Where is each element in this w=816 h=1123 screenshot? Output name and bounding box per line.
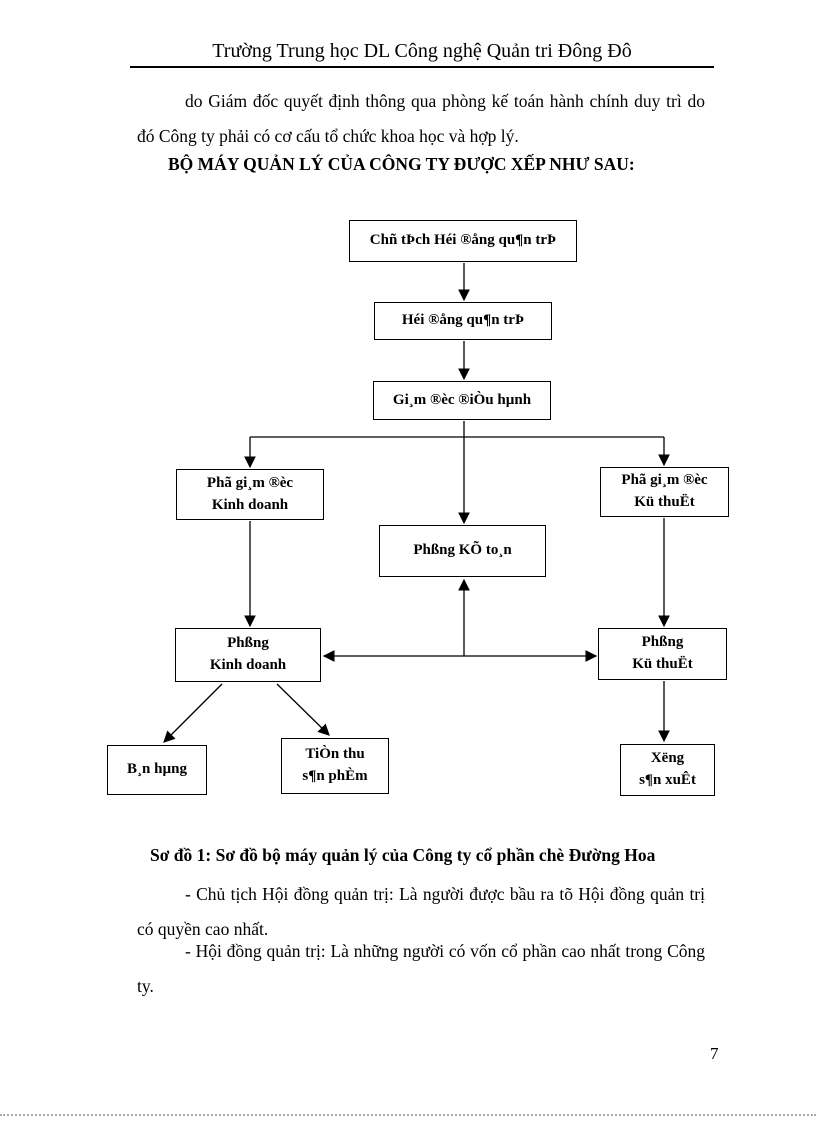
page-bottom-dotted-line xyxy=(0,1114,816,1116)
body-paragraph-chairman: - Chủ tịch Hội đồng quản trị: Là người đ… xyxy=(137,884,705,939)
diagram-caption: Sơ đồ 1: Sơ đồ bộ máy quản lý của Công t… xyxy=(150,845,656,865)
diagram-box-executive-director: Gi¸m ®èc ®iÒu hµnh xyxy=(373,381,551,420)
intro-paragraph: do Giám đốc quyết định thông qua phòng k… xyxy=(137,91,705,146)
body-paragraph-board: - Hội đồng quản trị: Là những người có v… xyxy=(137,941,705,996)
diagram-box-board-of-directors: Héi ®ång qu¶n trÞ xyxy=(374,302,552,340)
diagram-box-business-dept: Phßng Kinh doanh xyxy=(175,628,321,682)
diagram-box-sales: B¸n hµng xyxy=(107,745,207,795)
section-heading: BỘ MÁY QUẢN LÝ CỦA CÔNG TY ĐƯỢC XẾP NHƯ … xyxy=(168,154,635,174)
diagram-box-chairman-of-board: Chñ tÞch Héi ®ång qu¶n trÞ xyxy=(349,220,577,262)
diagram-box-technical-dept: Phßng Kü thuËt xyxy=(598,628,727,680)
page-header: Trường Trung học DL Công nghệ Quản tri Đ… xyxy=(130,40,714,68)
arrow-business-to-sales xyxy=(163,683,223,743)
page-number: 7 xyxy=(710,1044,719,1063)
school-name: Trường Trung học DL Công nghệ Quản tri Đ… xyxy=(212,40,632,62)
diagram-box-deputy-director-business: Phã gi¸m ®èc Kinh doanh xyxy=(176,469,324,520)
diagram-box-deputy-director-technical: Phã gi¸m ®èc Kü thuËt xyxy=(600,467,729,517)
diagram-box-production-workshop: Xëng s¶n xuÊt xyxy=(620,744,715,796)
diagram-box-product-revenue: TiÒn thu s¶n phÈm xyxy=(281,738,389,794)
arrow-business-to-revenue xyxy=(276,683,330,736)
diagram-box-accounting-dept: Phßng KÕ to¸n xyxy=(379,525,546,577)
